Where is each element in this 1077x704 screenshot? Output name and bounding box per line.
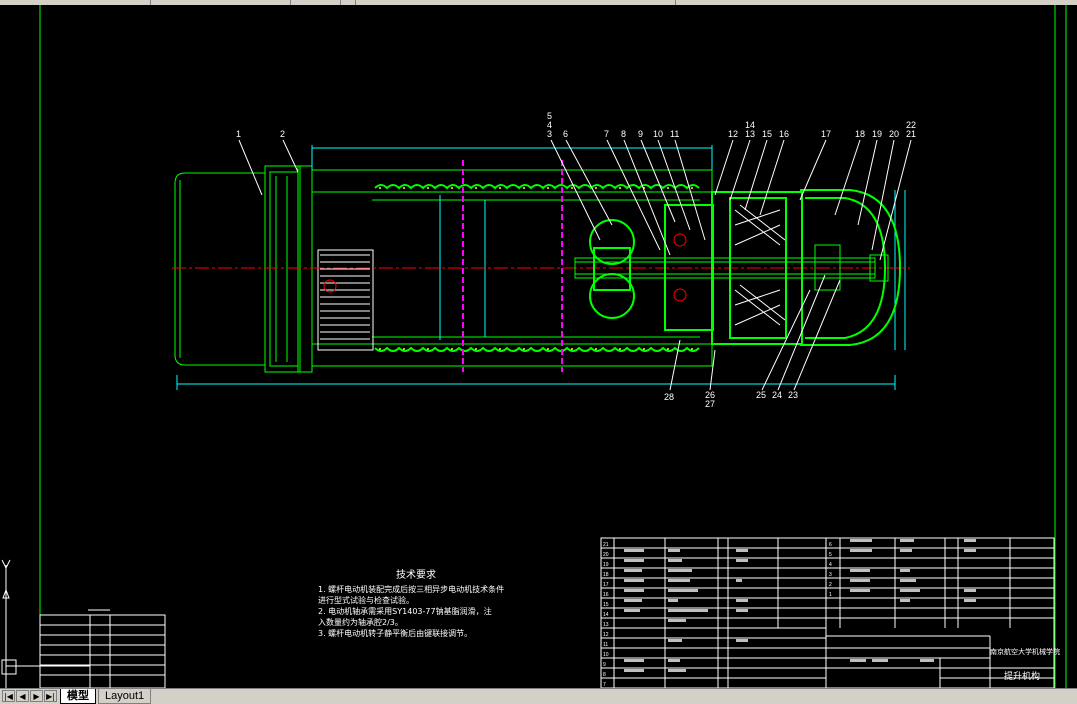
part-number: 28 [664,392,674,402]
toolbar-segment[interactable] [355,0,676,5]
part-number: 14 [745,120,755,130]
part-number: 17 [821,129,831,139]
gearbox-housing [664,189,902,346]
part-number: 21 [906,129,916,139]
part-number: 23 [788,390,798,400]
part-number: 19 [872,129,882,139]
bom-row-number: 21 [603,542,609,548]
part-number: 22 [906,120,916,130]
note-line: 入数量约为轴承腔2/3。 [318,618,403,627]
toolbar-segment[interactable] [340,0,356,5]
drawing-frame [39,5,1067,688]
cad-drawing[interactable]: 1 2 5 4 3 6 7 8 9 10 11 12 14 13 15 16 1… [0,5,1077,688]
bom-row-numbers: 21 20 19 18 17 16 15 14 13 12 11 10 9 8 … [603,542,832,688]
bom-row-number: 9 [603,662,606,668]
bom-cell-fill [624,539,976,672]
part-number: 5 [547,111,552,121]
part-number: 10 [653,129,663,139]
bom-row-number: 6 [829,542,832,548]
note-line: 3. 螺杆电动机转子静平衡后由键联接调节。 [318,629,473,638]
school-name: 南京航空大学机械学院 [990,648,1060,656]
part-number: 6 [563,129,568,139]
note-line: 2. 电动机轴承需采用SY1403-77钠基脂润滑，注 [318,607,492,616]
first-tab-button[interactable]: |◀ [2,690,15,702]
toolbar-segment[interactable] [290,0,341,5]
bom-row-number: 4 [829,562,832,568]
inner-dimension [176,145,906,390]
part-number: 15 [762,129,772,139]
tab-model[interactable]: 模型 [60,689,96,704]
coupling [589,219,635,319]
bom-row-number: 3 [829,572,832,578]
bom-row-number: 15 [603,602,609,608]
part-number: 12 [728,129,738,139]
next-tab-button[interactable]: ▶ [30,690,43,702]
part-number: 3 [547,129,552,139]
part-number: 16 [779,129,789,139]
part-number: 8 [621,129,626,139]
bom-row-number: 14 [603,612,609,618]
part-number: 7 [604,129,609,139]
toolbar-strip [0,0,1077,5]
bom-table [600,537,1055,688]
part-number: 1 [236,129,241,139]
part-number: 20 [889,129,899,139]
section-lines [462,160,563,372]
bom-row-number: 1 [829,592,832,598]
bom-row-number: 12 [603,632,609,638]
toolbar-segment[interactable] [150,0,291,5]
part-number: 27 [705,399,715,409]
bom-row-number: 20 [603,552,609,558]
note-line: 进行型式试验与检查试验。 [318,596,414,605]
part-number: 24 [772,390,782,400]
part-number: 26 [705,390,715,400]
notes-title: 技术要求 [396,570,436,581]
bom-row-number: 17 [603,582,609,588]
revision-table [39,609,166,688]
drawing-canvas[interactable]: 1 2 5 4 3 6 7 8 9 10 11 12 14 13 15 16 1… [0,5,1077,688]
part-number: 2 [280,129,285,139]
bearing [673,233,889,302]
part-number-labels: 1 2 5 4 3 6 7 8 9 10 11 12 14 13 15 16 1… [236,111,916,409]
ucs-icon [1,559,90,688]
prev-tab-button[interactable]: ◀ [16,690,29,702]
toolbar-segment[interactable] [0,0,151,5]
bom-row-number: 11 [603,642,608,648]
screw-thread-top [374,184,700,190]
part-number: 9 [638,129,643,139]
bom-row-number: 13 [603,622,609,628]
bom-row-number: 8 [603,672,606,678]
leader-lines [238,139,912,391]
motor-housing [174,165,313,373]
last-tab-button[interactable]: ▶| [44,690,57,702]
motor-winding [734,204,786,326]
bom-row-number: 18 [603,572,609,578]
coil-spring [317,249,374,351]
part-number: 11 [670,129,679,139]
part-number: 18 [855,129,865,139]
part-number: 13 [745,129,755,139]
drive-shaft [574,257,876,279]
drawing-name: 提升机构 [1003,672,1040,682]
title-block: 南京航空大学机械学院 提升机构 [990,647,1060,682]
bom-row-number: 16 [603,592,609,598]
part-number: 4 [547,120,552,130]
bom-row-number: 10 [603,652,609,658]
bom-row-number: 7 [603,682,606,688]
bom-row-number: 2 [829,582,832,588]
tab-layout1[interactable]: Layout1 [98,689,152,704]
bom-row-number: 19 [603,562,609,568]
note-line: 1. 螺杆电动机装配完成后按三相异步电动机技术条件 [318,585,505,594]
layout-tab-bar: |◀ ◀ ▶ ▶| 模型 Layout1 [0,688,1077,704]
bom-row-number: 5 [829,552,832,558]
screw-thread-bottom [374,346,700,352]
part-number: 25 [756,390,766,400]
